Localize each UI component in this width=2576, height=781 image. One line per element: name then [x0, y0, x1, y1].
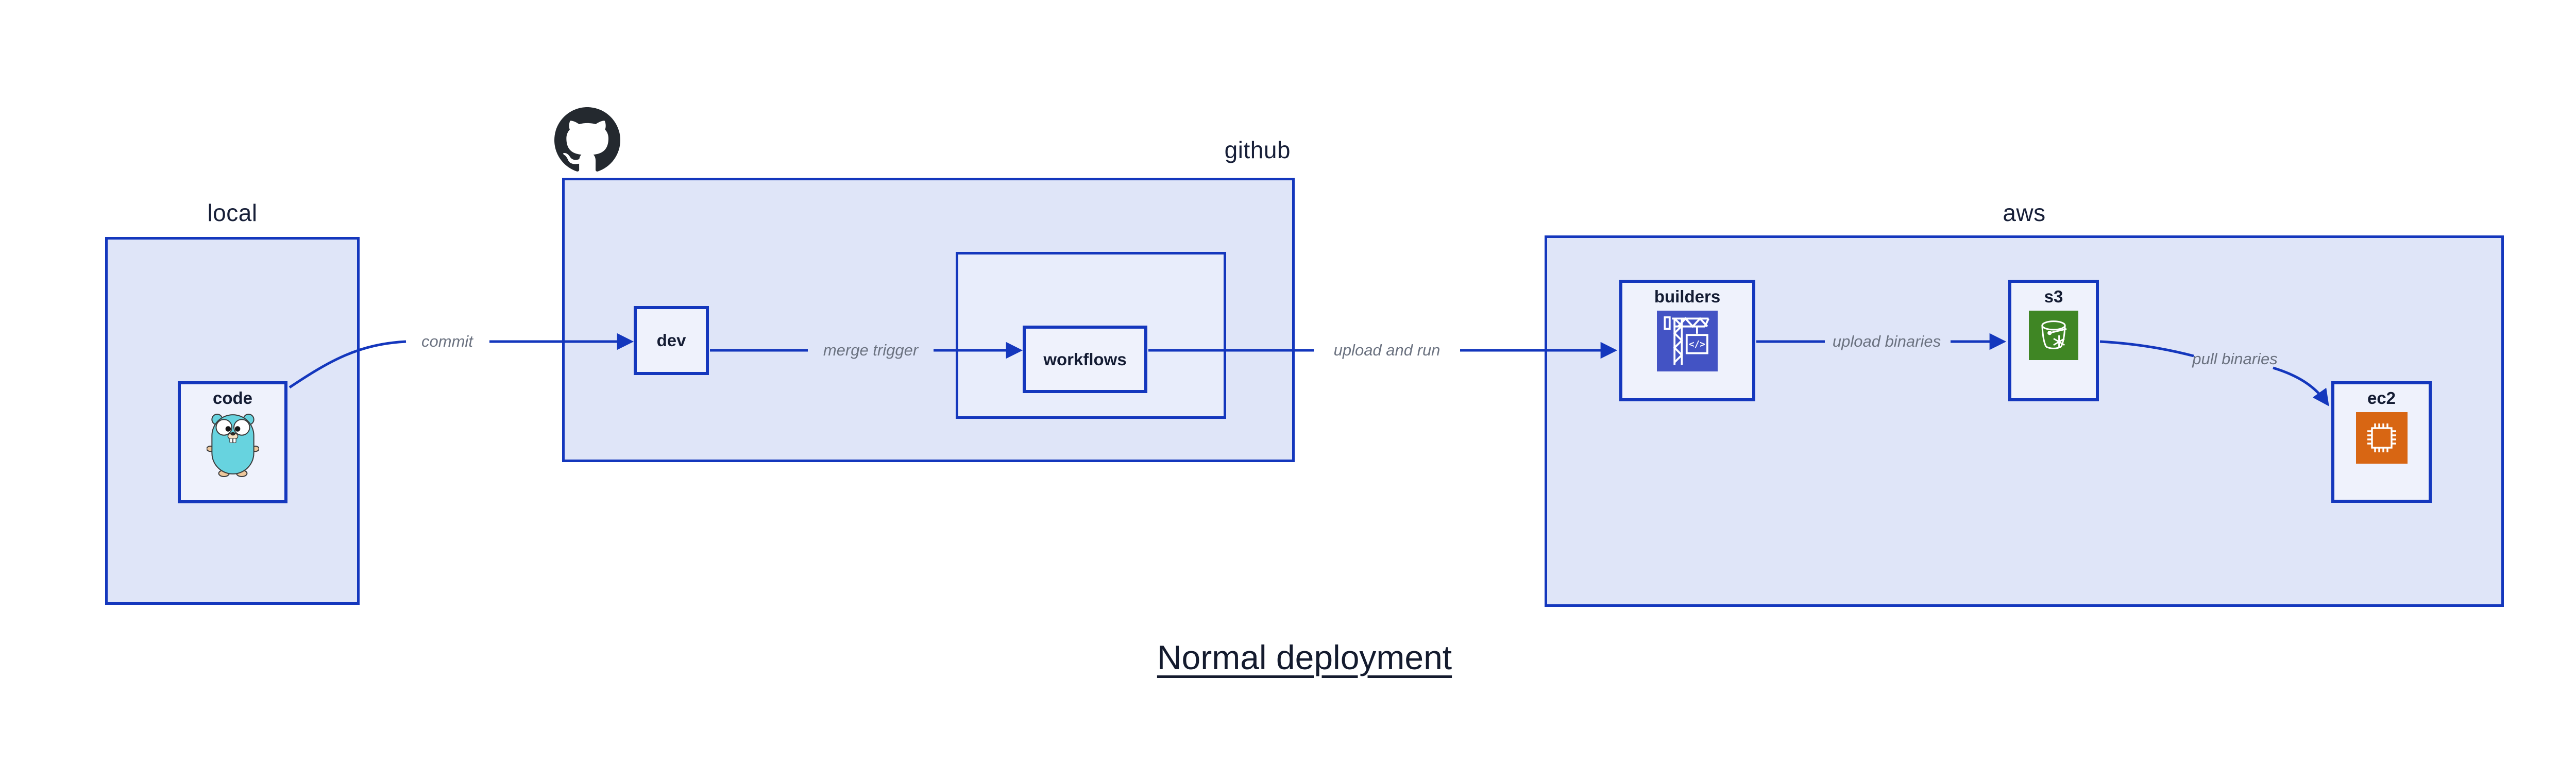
cpu-chip-icon	[2355, 412, 2408, 464]
github-group-label: github	[1224, 137, 1291, 163]
ec2-node-box: ec2	[2331, 381, 2432, 503]
upload-and-run-edge-label: upload and run	[1334, 341, 1440, 359]
ec2-node-label: ec2	[2367, 388, 2396, 408]
crane-icon: </>	[1657, 311, 1718, 371]
dev-branch-box: dev	[634, 306, 709, 375]
code-node-box: code	[178, 381, 287, 503]
builders-node-label: builders	[1654, 287, 1721, 306]
github-octocat-icon	[554, 107, 620, 173]
commit-edge-label: commit	[421, 332, 473, 350]
bucket-snowflake-icon	[2029, 311, 2078, 360]
go-gopher-icon	[206, 412, 260, 477]
local-group-label: local	[207, 199, 258, 226]
dev-branch-label: dev	[656, 331, 686, 350]
aws-group-label: aws	[2003, 199, 2046, 226]
builders-node-box: builders </>	[1619, 280, 1755, 401]
workflows-node-label: workflows	[1043, 349, 1127, 369]
workflows-node-box: workflows	[1023, 326, 1147, 393]
crane-code-glyph: </>	[1689, 339, 1705, 350]
s3-node-label: s3	[2044, 287, 2063, 306]
s3-node-box: s3	[2008, 280, 2099, 401]
code-node-label: code	[212, 388, 253, 408]
page-title: Normal deployment	[1157, 638, 1452, 676]
